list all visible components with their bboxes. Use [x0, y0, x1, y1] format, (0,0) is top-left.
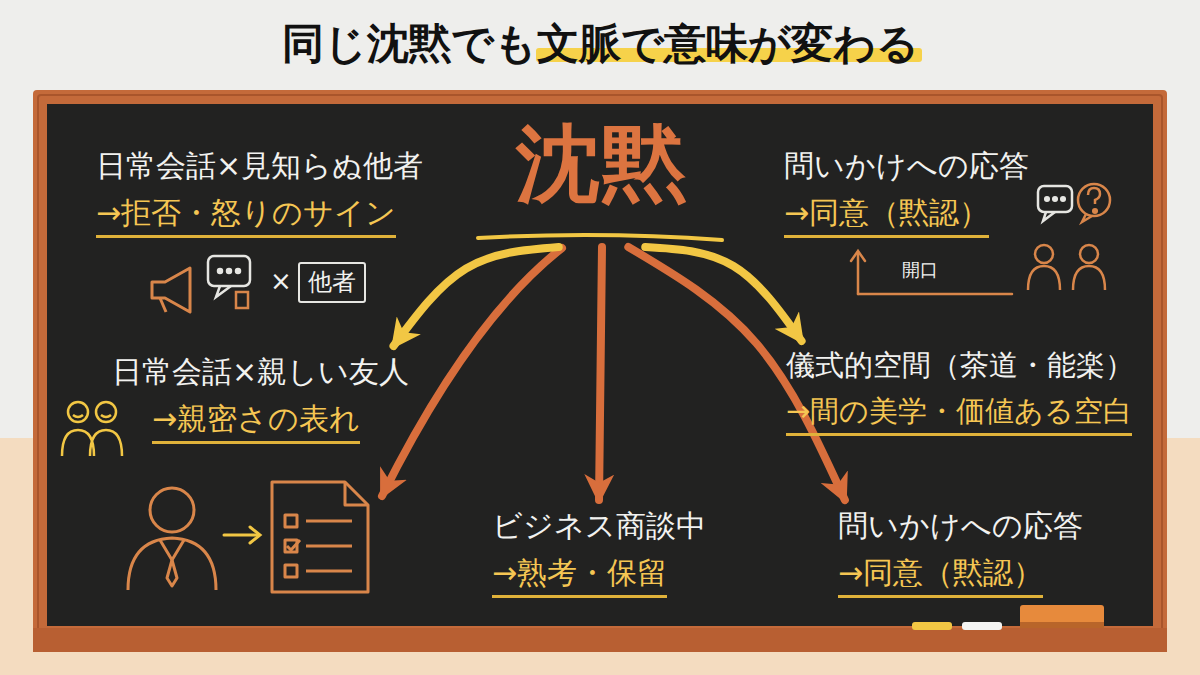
document-icon [287, 540, 300, 550]
businessman-icon [128, 488, 216, 590]
megaphone-icon [152, 268, 190, 312]
speak-up-arrow [857, 252, 860, 294]
small-arrow [224, 534, 258, 537]
document-icon [272, 482, 368, 592]
businessman-icon [128, 538, 216, 590]
question-bubble-icon [1088, 188, 1100, 204]
speech-bubble-icon [216, 286, 231, 297]
friends-icon [73, 415, 83, 417]
speech-bubble-icon [236, 269, 240, 273]
speak-up-arrow [858, 293, 1012, 296]
two-people-icon [1028, 245, 1105, 290]
speech-bubble-icon [236, 292, 248, 308]
friends-icon [96, 402, 116, 422]
megaphone-icon [160, 298, 166, 312]
two-people-icon [1028, 266, 1060, 290]
context-item: 日常会話×親しい友人 →親密さの表れ [106, 346, 415, 450]
chalkboard [38, 95, 1162, 647]
title-text: 同じ沈黙でも文脈で意味が変わる [282, 19, 919, 68]
chalk-pieces [1020, 622, 1104, 628]
meaning-text: →同意（黙認） [784, 193, 989, 238]
chat-bubble-icon [1045, 197, 1049, 201]
context-text: 問いかけへの応答 [838, 506, 1083, 545]
other-tag: 他者 [298, 262, 366, 303]
chat-bubble-icon [1038, 186, 1072, 212]
document-icon [272, 482, 368, 592]
context-text: 問いかけへの応答 [784, 146, 1029, 185]
chalkboard [33, 90, 1167, 652]
question-bubble-icon [1093, 209, 1097, 213]
businessman-icon [150, 488, 194, 532]
chalk-pieces [1020, 605, 1104, 628]
context-text: ビジネス商談中 [492, 506, 706, 545]
context-item: 儀式的空間（茶道・能楽） →間の美学・価値ある空白 [780, 341, 1140, 442]
question-bubble-icon [1078, 184, 1110, 216]
meaning-text: →熟考・保留 [492, 553, 667, 598]
speech-bubble-icon [208, 256, 250, 308]
chalk-pieces [912, 622, 952, 630]
hub-word: 沈黙 [508, 112, 696, 247]
speak-up-arrow [851, 251, 865, 261]
chat-bubble-icon [1043, 212, 1055, 221]
small-arrow [250, 527, 260, 543]
two-people-icon [1035, 245, 1053, 263]
meaning-text: →拒否・怒りのサイン [96, 193, 396, 238]
friends-icon [62, 402, 122, 456]
meaning-text: →間の美学・価値ある空白 [786, 393, 1132, 437]
speak-up-arrow [851, 251, 1012, 294]
document-icon [306, 570, 352, 573]
context-text: 他者 [308, 267, 356, 298]
document-icon [306, 520, 352, 523]
chalk-arrow [645, 247, 801, 341]
hub-underline [478, 235, 722, 240]
small-arrow [224, 527, 260, 543]
friends-icon [90, 430, 122, 456]
businessman-icon [160, 540, 184, 560]
chalkboard [33, 90, 1167, 652]
context-item: ビジネス商談中 →熟考・保留 [486, 500, 712, 604]
document-icon [285, 515, 297, 527]
context-text: 日常会話×親しい友人 [112, 352, 409, 391]
document-icon [306, 545, 352, 548]
megaphone-icon [152, 268, 190, 312]
question-bubble-icon [1078, 184, 1110, 222]
friends-icon [101, 415, 111, 417]
hub-text: 沈黙 [516, 112, 688, 217]
speech-bubble-icon [208, 256, 250, 286]
businessman-icon [167, 560, 177, 586]
question-bubble-icon [1082, 214, 1092, 222]
context-text: 儀式的空間（茶道・能楽） [786, 347, 1134, 385]
meaning-text: →親密さの表れ [152, 399, 360, 444]
annotation-label: 開口 [902, 258, 938, 282]
context-item: 問いかけへの応答 →同意（黙認） [778, 140, 1035, 244]
chat-bubble-icon [1053, 197, 1057, 201]
context-text: 日常会話×見知らぬ他者 [96, 146, 423, 185]
context-item: 日常会話×見知らぬ他者 →拒否・怒りのサイン [90, 140, 429, 244]
speech-bubble-icon [218, 269, 222, 273]
chat-bubble-icon [1038, 186, 1072, 221]
chalk-arrow [394, 247, 559, 346]
friends-icon [68, 402, 88, 422]
hub-underline [478, 235, 722, 240]
two-people-icon [1080, 245, 1098, 263]
chalk-pieces [962, 622, 1002, 630]
document-icon [345, 482, 368, 505]
chalkboard [47, 104, 1153, 626]
times-sign: × [270, 266, 292, 296]
document-icon [285, 565, 297, 577]
chalk-pieces [912, 605, 1104, 630]
meaning-text: →同意（黙認） [838, 553, 1043, 598]
chalk-arrow [599, 247, 602, 500]
title-block: 同じ沈黙でも文脈で意味が変わる [0, 16, 1200, 72]
speech-bubble-icon [227, 269, 231, 273]
chalkboard [33, 628, 1167, 652]
two-people-icon [1073, 266, 1105, 290]
context-item: 問いかけへの応答 →同意（黙認） [832, 500, 1089, 604]
chat-bubble-icon [1061, 197, 1065, 201]
